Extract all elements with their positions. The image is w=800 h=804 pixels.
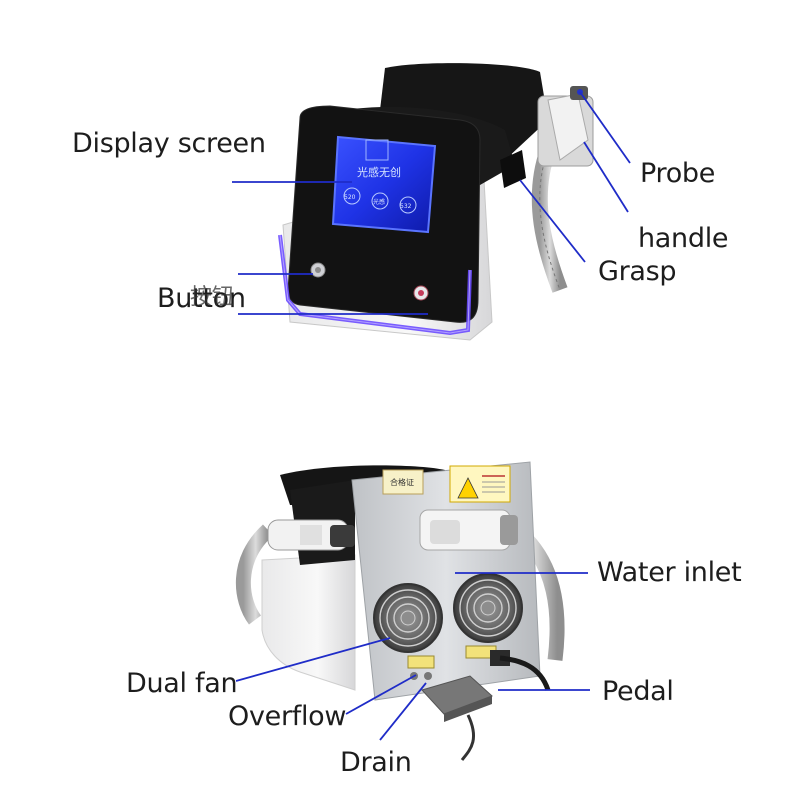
bottom-handpiece [267,519,355,551]
top-display: 光感无创 520 光感 532 [331,135,437,234]
screen-title: 光感无创 [357,165,401,179]
top-device: 光感无创 520 光感 532 [278,63,594,341]
fan-left [373,583,443,653]
label-pedal: Pedal [602,676,674,707]
callout-dual-fan [235,637,391,682]
certificate-text: 合格证 [390,477,414,487]
label-button: Button [157,283,246,314]
callout-lines [232,91,631,741]
top-hose [531,147,568,293]
callout-overflow [345,674,417,715]
label-handle: handle [638,223,729,254]
label-dual-fan: Dual fan [126,668,238,699]
callout-handle [583,141,629,213]
drain-port [424,672,432,680]
bottom-handpiece-holder [419,509,518,551]
label-button-overlay: 按钮 [190,285,234,310]
bottom-left-hose [235,524,274,625]
callout-probe [579,91,631,164]
fan-right [453,573,523,643]
callout-grasp [519,179,586,263]
screen-icon-1: 520 [344,194,356,201]
bottom-white-body [261,554,356,691]
bottom-device: 合格证 [235,461,565,761]
screen-icon-3: 532 [400,203,412,210]
callout-drain [379,682,427,741]
label-overflow: Overflow [228,701,347,732]
warning-sticker [449,465,511,503]
label-drain: Drain [340,747,412,778]
screen-icon-2: 光感 [373,198,385,206]
label-display-screen: Display screen [72,128,266,159]
label-water-inlet: Water inlet [597,557,742,588]
pedal-device [421,675,493,761]
certificate-sticker [382,469,424,495]
bottom-back-panel [351,461,541,701]
label-probe: Probe [640,158,716,189]
label-grasp: Grasp [598,256,677,287]
